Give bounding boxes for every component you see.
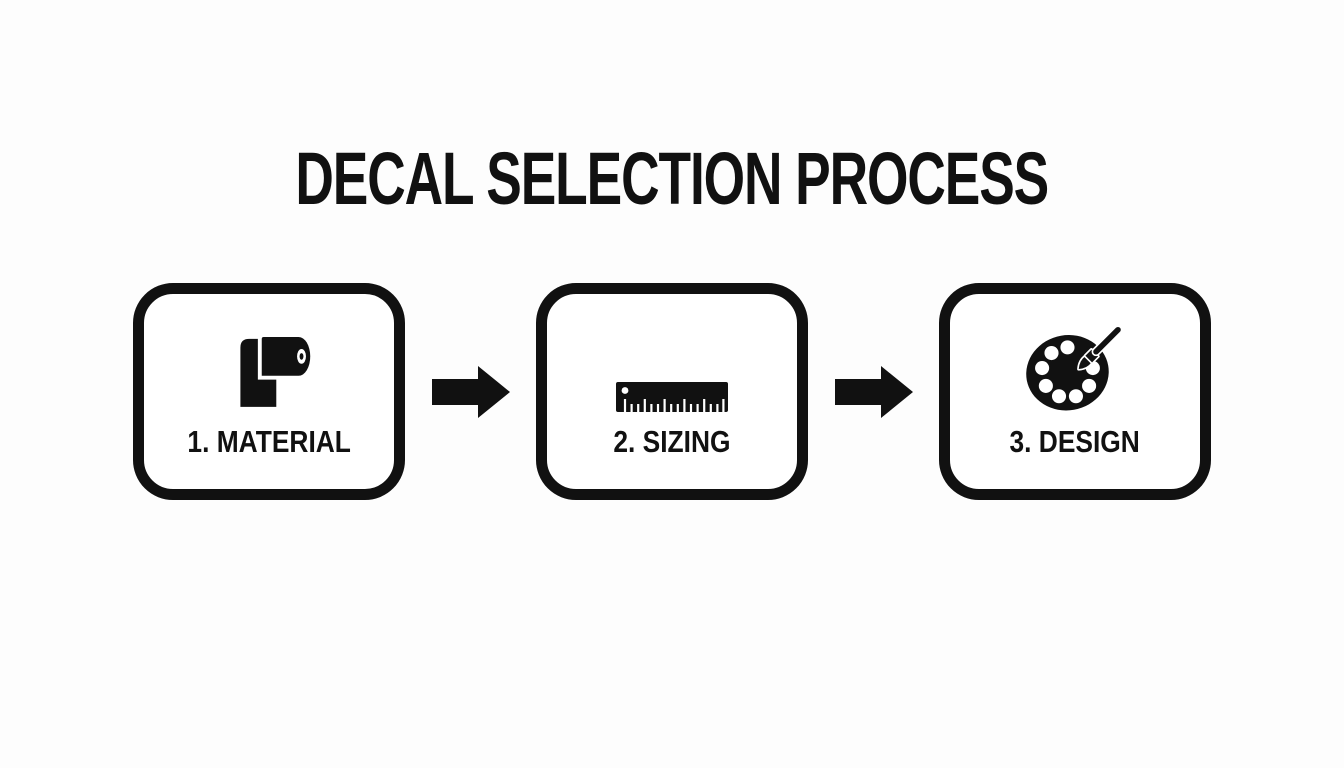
material-roll-icon bbox=[221, 324, 318, 414]
page-title-text: DECAL SELECTION PROCESS bbox=[295, 137, 1050, 220]
page-title: DECAL SELECTION PROCESS bbox=[0, 142, 1344, 216]
arrow-right-icon bbox=[808, 362, 939, 422]
ruler-icon bbox=[616, 324, 728, 414]
palette-brush-icon bbox=[1022, 324, 1128, 414]
process-flow: 1. MATERIAL bbox=[0, 283, 1344, 500]
arrow-right-icon bbox=[405, 362, 536, 422]
step-label-material: 1. MATERIAL bbox=[187, 424, 351, 459]
step-box-material: 1. MATERIAL bbox=[133, 283, 405, 500]
step-box-sizing: 2. SIZING bbox=[536, 283, 808, 500]
step-box-design: 3. DESIGN bbox=[939, 283, 1211, 500]
step-label-design: 3. DESIGN bbox=[1009, 424, 1141, 459]
step-label-sizing: 2. SIZING bbox=[613, 424, 731, 459]
